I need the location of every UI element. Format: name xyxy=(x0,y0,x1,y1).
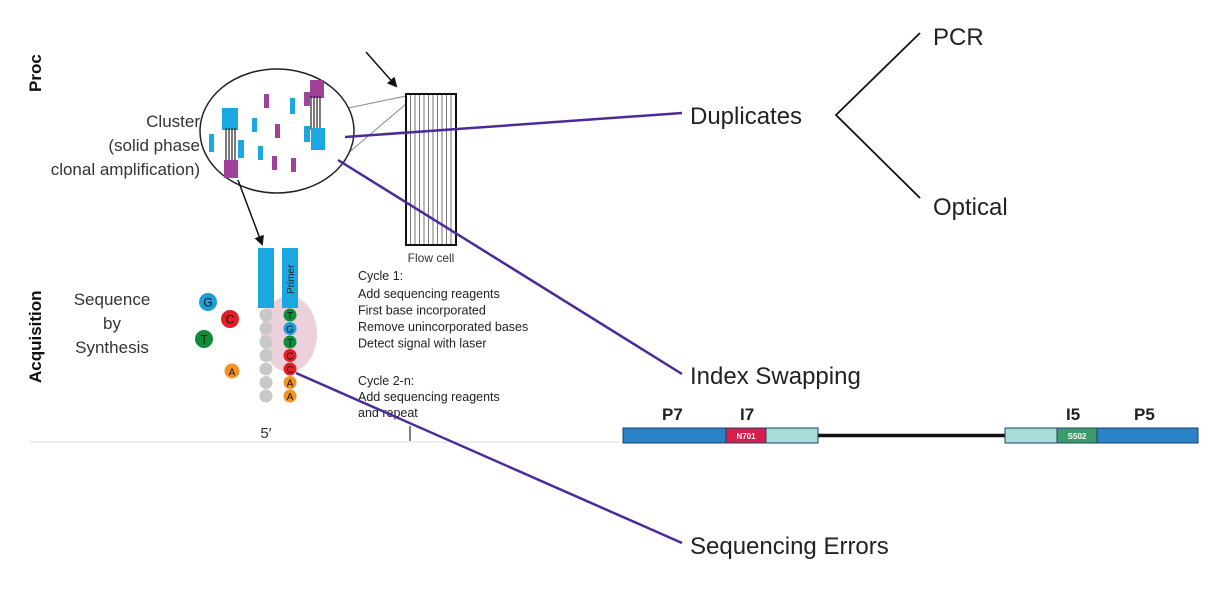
zoom-guide-line-top xyxy=(347,95,407,109)
cycle1-step: Detect signal with laser xyxy=(358,337,487,351)
p7-label: P7 xyxy=(662,405,683,424)
i7-label: I7 xyxy=(740,405,754,424)
strand-base-g xyxy=(283,322,297,335)
i5-label: I5 xyxy=(1066,405,1080,424)
flow-cell-label: Flow cell xyxy=(408,251,455,265)
strand-base-letter: G xyxy=(286,325,294,336)
strand-base-a xyxy=(283,376,297,389)
strand-base-t xyxy=(283,335,297,349)
strand-base-a xyxy=(283,389,297,403)
strand-base-letter: A xyxy=(287,392,294,403)
cycle1-title: Cycle 1: xyxy=(358,269,403,283)
free-base-c xyxy=(221,310,239,328)
cyan-fragment xyxy=(222,108,238,130)
cluster-label-line2: (solid phase xyxy=(108,136,200,155)
cyan-fragment xyxy=(290,98,295,114)
template-base-dot xyxy=(259,308,273,322)
template-base-dot xyxy=(259,335,273,349)
flow-cell-lanes xyxy=(410,95,452,244)
left-cluster-strands xyxy=(225,128,236,166)
template-base-dot xyxy=(259,389,273,403)
strand-base-c xyxy=(283,349,297,362)
duplicates-label: Duplicates xyxy=(690,103,802,130)
index-swapping-pointer-line xyxy=(337,158,683,376)
s502-label: S502 xyxy=(1068,432,1087,441)
p5-label: P5 xyxy=(1134,405,1155,424)
magenta-fragment xyxy=(275,124,280,138)
strand-base-letter: C xyxy=(286,365,293,376)
sequencing-errors-label: Sequencing Errors xyxy=(690,533,889,560)
sbs-label-line3: Synthesis xyxy=(75,338,149,357)
free-base-g xyxy=(199,293,217,311)
strand-base-letter: A xyxy=(287,379,294,390)
flow-cell xyxy=(405,93,457,246)
index-swapping-label: Index Swapping xyxy=(690,363,861,390)
sbs-label-line1: Sequence xyxy=(74,290,151,309)
template-base-dot xyxy=(259,349,273,362)
p7-segment xyxy=(622,427,727,444)
cyan-fragment xyxy=(311,128,325,150)
magenta-fragment xyxy=(224,160,238,178)
magenta-fragment xyxy=(291,158,296,172)
template-base-dot xyxy=(259,376,273,389)
free-base-letter: G xyxy=(203,296,212,310)
cycle-instructions: Cycle 1: Cycle 2-n: Add sequencing reage… xyxy=(358,269,528,420)
free-base-letter: C xyxy=(226,313,235,327)
cluster-label-line3: clonal amplification) xyxy=(51,160,200,179)
duplicates-pointer-line xyxy=(344,111,683,139)
cycle2-title: Cycle 2-n: xyxy=(358,374,414,388)
optical-label: Optical xyxy=(933,194,1008,221)
n701-label: N701 xyxy=(736,432,756,441)
proc-section-label: Proc xyxy=(26,54,45,92)
cyan-fragment xyxy=(258,146,263,160)
cyan-fragment xyxy=(238,140,244,158)
template-strand-bar xyxy=(258,248,274,308)
five-prime-label: 5′ xyxy=(260,425,271,442)
free-bases: GC T A xyxy=(195,293,240,379)
primer-bar xyxy=(282,248,298,308)
acquisition-section-label: Acquisition xyxy=(26,290,45,383)
flow-cell-pointer-arrow xyxy=(365,51,398,88)
free-base-letter: A xyxy=(229,368,236,379)
duplicates-branch-lines xyxy=(834,32,921,199)
strand-base-letter: T xyxy=(287,311,293,322)
cyan-fragment xyxy=(304,126,310,142)
cluster-label-line1: Cluster xyxy=(146,112,200,131)
right-cluster-strands xyxy=(310,96,321,130)
strand-base-letter: C xyxy=(286,352,293,363)
free-base-a xyxy=(224,363,240,379)
magenta-fragment xyxy=(310,80,324,98)
cycle1-step: Add sequencing reagents xyxy=(358,287,500,301)
cluster-to-sbs-arrow xyxy=(237,179,264,246)
p5-segment xyxy=(1096,427,1199,444)
cyan-fragment xyxy=(252,118,257,132)
magenta-fragment xyxy=(304,92,310,106)
strand-base-t xyxy=(283,308,297,322)
adapter-construct: P7 I7 I5 P5 N701 S502 xyxy=(622,405,1199,444)
i7-flank-segment xyxy=(765,427,819,444)
template-base-dot xyxy=(259,322,273,335)
template-base-dot xyxy=(259,362,273,376)
cyan-fragment xyxy=(209,134,214,152)
pcr-label: PCR xyxy=(933,24,984,51)
magenta-fragment xyxy=(264,94,269,108)
free-base-letter: T xyxy=(200,333,208,347)
cycle1-step: First base incorporated xyxy=(358,304,486,318)
cycle1-step: Remove unincorporated bases xyxy=(358,320,528,334)
sequencing-errors-pointer-line xyxy=(295,371,683,545)
i5-flank-segment xyxy=(1004,427,1058,444)
strand-base-letter: T xyxy=(287,338,293,349)
strand-base-c xyxy=(283,362,297,376)
sbs-label-line2: by xyxy=(103,314,121,333)
cluster-fragments xyxy=(209,80,325,178)
magenta-fragment xyxy=(272,156,277,170)
primer-label: Primer xyxy=(286,264,297,294)
cycle2-step: Add sequencing reagents xyxy=(358,390,500,404)
free-base-t xyxy=(195,330,213,348)
